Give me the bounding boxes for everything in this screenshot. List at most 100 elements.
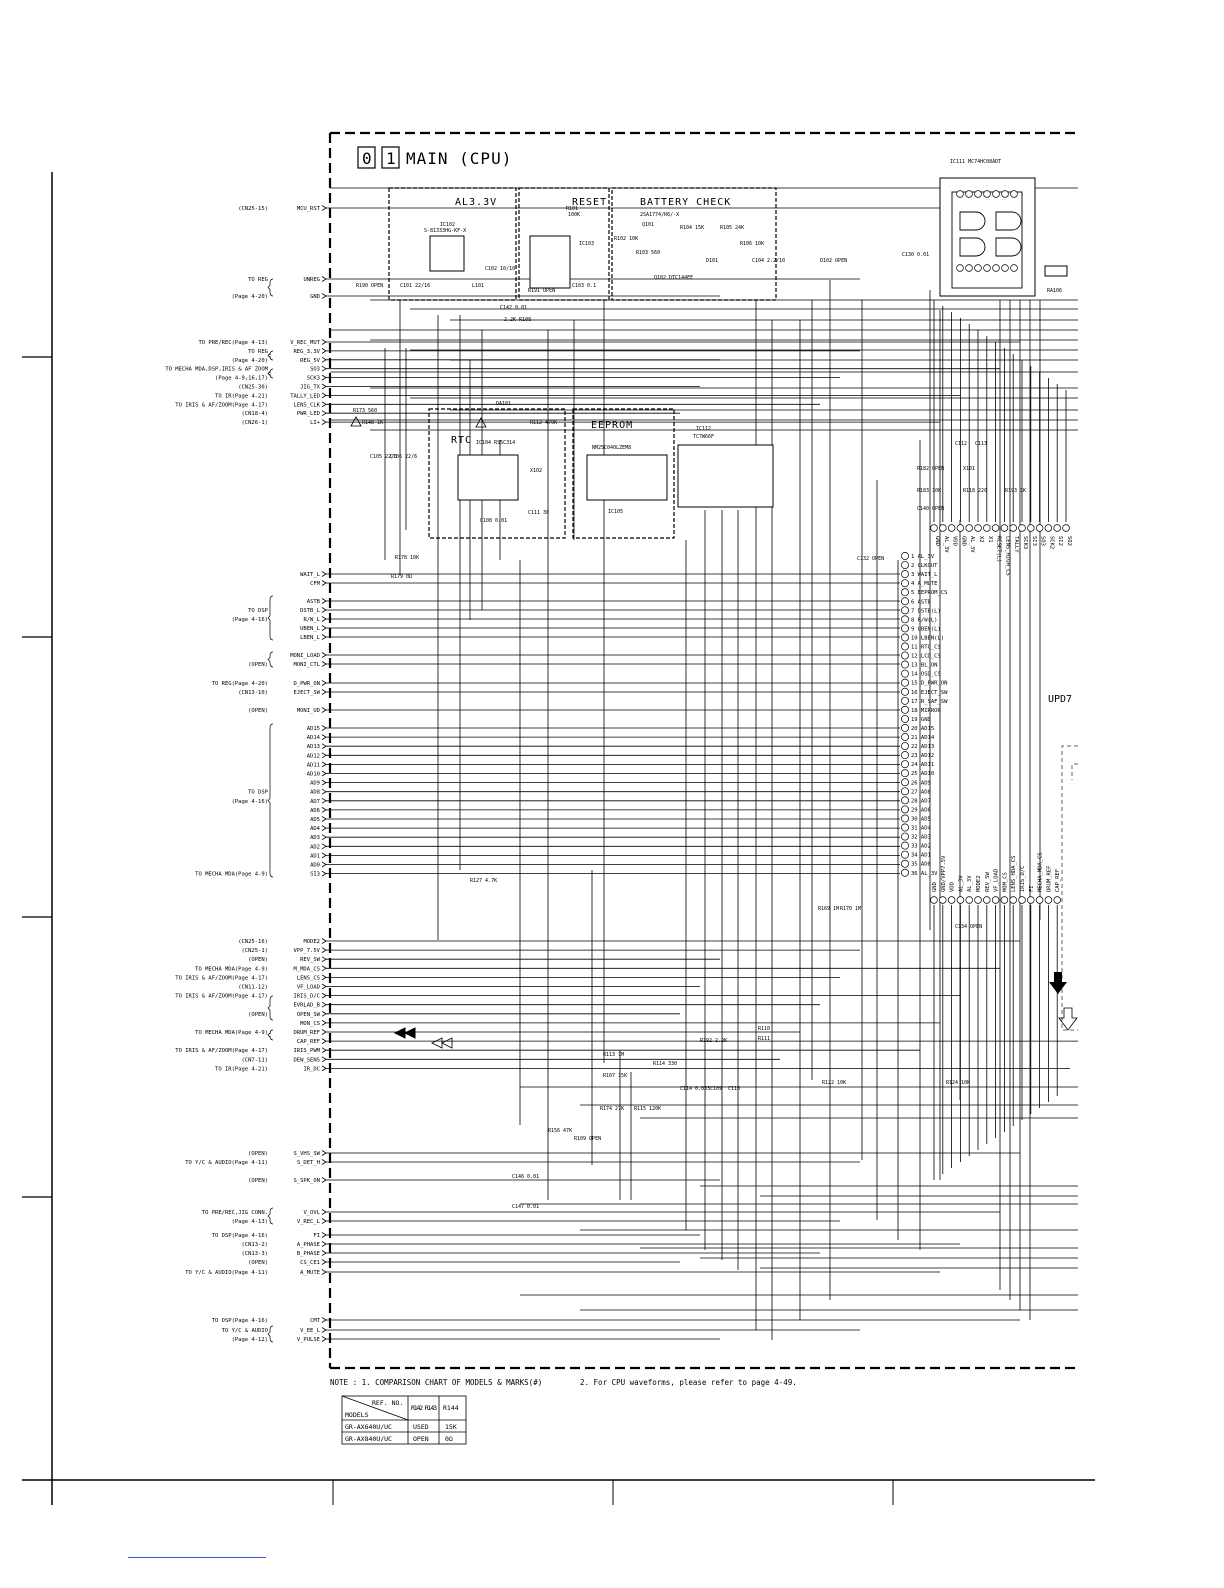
cpu-top-pin (1000, 524, 1009, 532)
c147-label: C147 0.01 (512, 1204, 539, 1210)
cpu-pin (901, 633, 909, 642)
signal-name: LBEN_L (300, 635, 321, 641)
r101-label: R101 (566, 206, 578, 212)
cpu-bottom-pin (1027, 896, 1035, 904)
cpu-bottom-pin (1018, 896, 1026, 904)
cpu-pin-label: 31 AD4 (911, 826, 932, 832)
signal-name: S_VHS_SW (294, 1151, 321, 1157)
signal-destination: TO MECHA MDA(Page 4-9) (195, 872, 268, 878)
block-reset-label: RESET (572, 197, 607, 208)
cpu-bottom-pin (1044, 896, 1053, 904)
c104-label: C104 2.2/10 (752, 258, 785, 264)
comparison-table (341, 1395, 467, 1445)
cpu-bottom-pin (939, 896, 947, 904)
x102-label: X102 (530, 468, 542, 474)
cpu-pin-label: 16 EJECT_SW (911, 690, 948, 696)
signal-destination: (Page 4-16) (232, 617, 268, 623)
cpu-bottom-pin (1035, 896, 1044, 904)
playback-arrow-icon (393, 1027, 416, 1039)
r179-label: R179 0Ω (391, 574, 412, 580)
cpu-pin-label: 22 AD13 (911, 744, 934, 750)
r102-label: R102 10K (614, 236, 638, 242)
signal-destination: (OPEN) (248, 1012, 268, 1018)
signal-name: V_PULSE (297, 1337, 320, 1343)
connector-arrow-icon (321, 1038, 327, 1044)
c111-label: C111 30 (528, 510, 549, 516)
cpu-pin (901, 733, 909, 741)
cpu-top-pin (1035, 524, 1044, 532)
cpu-bottom-pin-label: VDD (950, 882, 956, 892)
connector-arrow-icon (321, 1065, 327, 1072)
connector-arrow-icon (321, 634, 327, 640)
cpu-pin (901, 624, 909, 633)
c108-label: C108 0.01 (480, 518, 507, 524)
group-brace (267, 1029, 274, 1041)
c140-label: C140 OPEN (917, 506, 944, 512)
cpu-pin (901, 841, 909, 850)
r193-label: R193 1K (1005, 488, 1026, 494)
ic111-pin (992, 264, 1000, 272)
connector-arrow-icon (321, 707, 327, 713)
connector-arrow-icon (321, 293, 327, 299)
signal-name: WAIT_L (300, 572, 321, 578)
signal-destination: TO IR(Page 4-21) (215, 393, 268, 399)
table-row-2-model: GR-AX840U/UC (345, 1435, 392, 1443)
ic102-part: S-81333HG-KF-X (424, 228, 466, 234)
table-row-1-model: GR-AX640U/UC (345, 1423, 392, 1431)
cpu-pin (901, 832, 909, 841)
main-border (328, 131, 1078, 1370)
connector-arrow-icon (321, 1047, 327, 1054)
table-header-r142: R142 R143 (411, 1404, 437, 1412)
cpu-pin-label: 24 AD11 (911, 762, 934, 768)
cpu-pin (901, 588, 909, 597)
cpu-pin (901, 660, 909, 669)
cpu-pin (901, 579, 909, 588)
ra106-body (1044, 265, 1068, 277)
cpu-pin (901, 615, 909, 624)
connector-arrow-icon (321, 625, 327, 631)
signal-destination: TO Y/C & AUDIO(Page 4-11) (185, 1270, 268, 1276)
signal-destination: (Page 4-12) (232, 1337, 268, 1343)
group-brace (267, 368, 274, 379)
signal-name: AD1 (310, 853, 320, 859)
group-brace (267, 995, 274, 1021)
ic112-body (677, 444, 774, 508)
r169-label: R169 1M (818, 906, 839, 912)
ic103-label: IC103 (579, 241, 594, 247)
connector-arrow-icon (321, 571, 327, 577)
block-rtc (428, 408, 566, 539)
cpu-top-pin-label: LENS_HIGH_CS (1004, 536, 1010, 576)
signal-name: REV_SW (300, 957, 321, 963)
c109-label: C109 (710, 1086, 722, 1092)
cpu-pin-label: 2 CLKOUT (911, 563, 938, 569)
cpu-pin (901, 678, 909, 687)
down-arrow-open-icon (1058, 1007, 1078, 1031)
connector-arrow-icon (321, 1159, 327, 1165)
cpu-pin-label: 9 UBEN(L) (911, 626, 941, 632)
signal-destination: TO DSP (248, 608, 269, 614)
cpu-pin-label: 7 DSTB(L) (911, 608, 941, 614)
connector-arrow-icon (321, 1269, 327, 1275)
cpu-pin-label: 3 WAIT_L (911, 572, 938, 578)
signal-destination: TO IRIS & AF/ZOOM(Page 4-17) (175, 1048, 268, 1054)
cpu-pin (901, 696, 909, 705)
cpu-bottom-pin (983, 896, 991, 904)
signal-destination: TO DSP(Page 4-16) (212, 1318, 268, 1324)
cpu-top-pin-label: SO2 (1066, 536, 1072, 546)
cpu-bottom-pin (956, 896, 965, 904)
cpu-top-pin (1018, 524, 1026, 532)
cpu-bottom-pin-label: IRIS_D/C (1020, 866, 1026, 893)
r183-label: R183 10K (917, 488, 941, 494)
block-al33v (388, 187, 517, 301)
r118-label: R118 220 (963, 488, 987, 494)
right-subblock (1061, 745, 1078, 1031)
cpu-bottom-pin-label: LENS_HDA_CS (1011, 856, 1017, 892)
connector-arrow-icon (321, 410, 327, 417)
table-header-r144: R144 (443, 1404, 459, 1412)
signal-name: AD11 (307, 762, 320, 768)
connector-arrow-icon (321, 816, 327, 822)
table-header-models: MODELS (345, 1411, 369, 1419)
signal-destination: TO PRE/REC,JIG CONN. (202, 1210, 268, 1216)
connector-arrow-icon (321, 843, 327, 850)
